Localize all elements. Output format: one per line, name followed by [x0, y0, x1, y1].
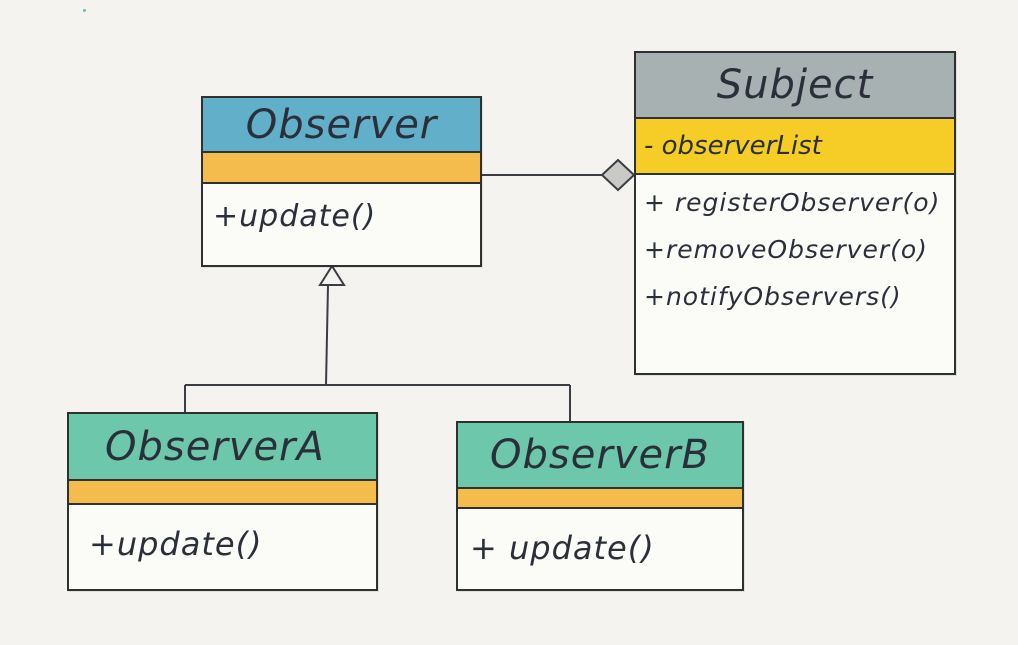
class-observer-b-attributes — [458, 489, 742, 509]
class-subject: Subject - observerList + registerObserve… — [634, 51, 956, 375]
stray-dot — [83, 9, 86, 12]
class-observer-methods: +update() — [203, 184, 480, 254]
class-observer-a-attributes — [69, 481, 376, 505]
class-subject-name: Subject — [636, 53, 954, 119]
class-observer-attributes — [203, 153, 480, 184]
class-observer-name: Observer — [203, 98, 480, 153]
class-observer-a-name: ObserverA — [69, 414, 376, 481]
method-update: +update() — [89, 525, 263, 563]
class-observer-a-methods: +update() — [69, 505, 376, 581]
class-observer-a: ObserverA +update() — [67, 412, 378, 591]
method-remove-observer: +removeObserver(o) — [644, 235, 928, 264]
class-subject-methods: + registerObserver(o) +removeObserver(o)… — [636, 175, 954, 324]
class-observer-b-methods: + update() — [458, 509, 742, 585]
method-notify-observers: +notifyObservers() — [644, 282, 902, 311]
method-update: + update() — [470, 529, 655, 567]
class-subject-attributes: - observerList — [636, 119, 954, 175]
inheritance-trunk — [325, 284, 329, 386]
method-update: +update() — [213, 199, 377, 234]
class-observer: Observer +update() — [201, 96, 482, 267]
inheritance-arrowhead — [318, 264, 346, 286]
class-observer-b: ObserverB + update() — [456, 421, 744, 591]
aggregation-diamond — [600, 158, 636, 192]
method-register-observer: + registerObserver(o) — [644, 188, 941, 217]
class-observer-b-name: ObserverB — [458, 423, 742, 489]
